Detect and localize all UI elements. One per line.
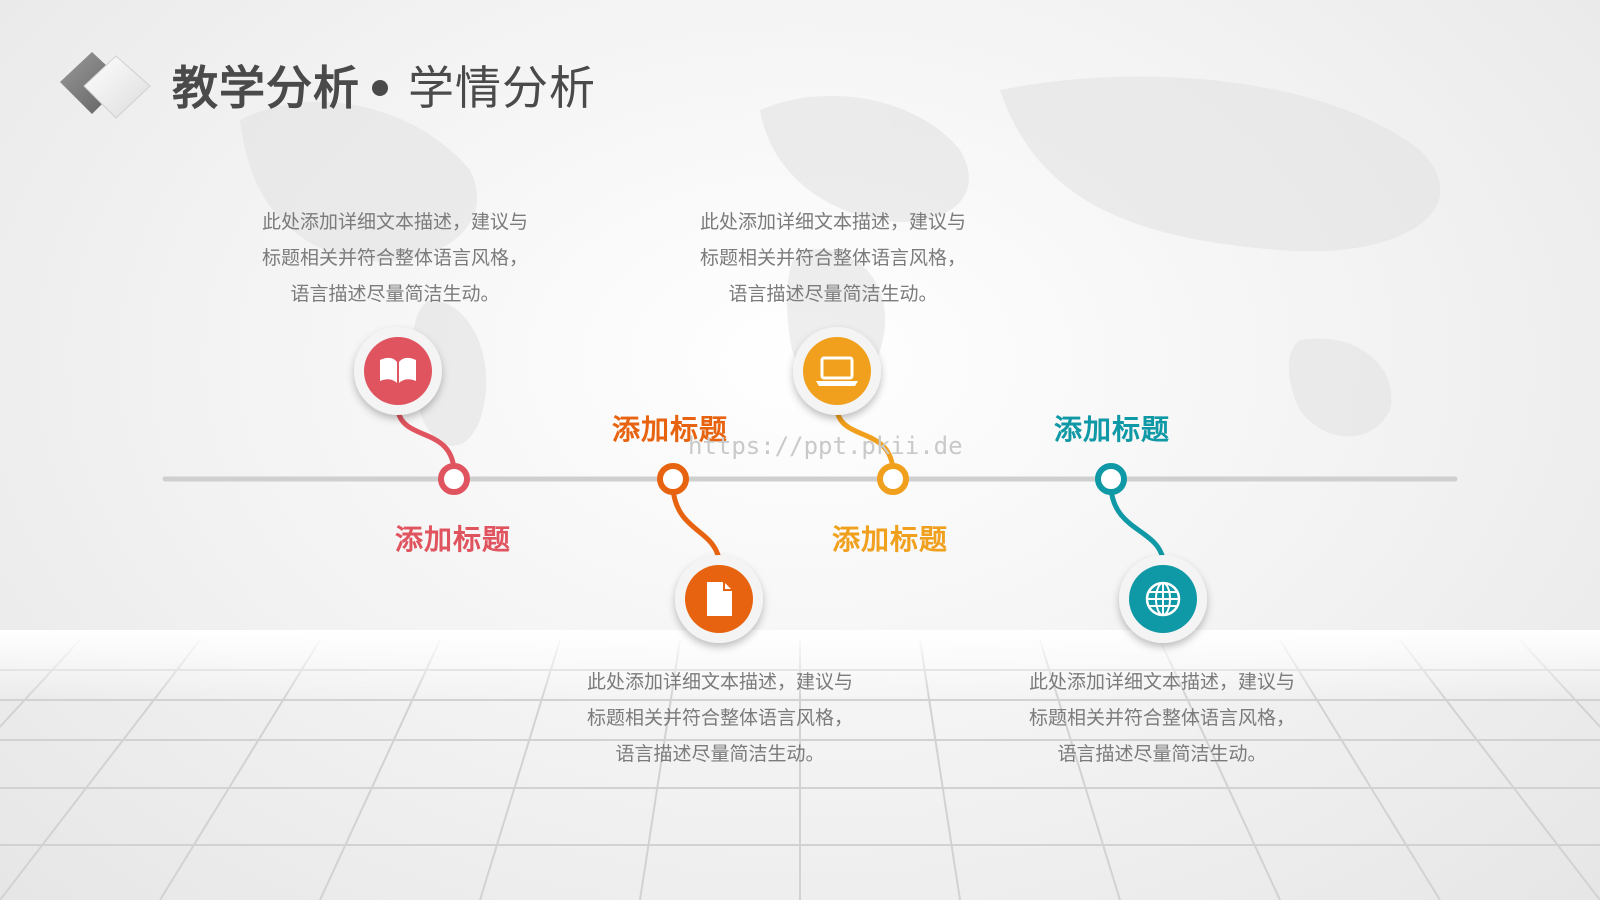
item-2-title: 添加标题 <box>611 413 728 446</box>
watermark: https://ppt.pkii.de <box>688 432 963 460</box>
desc-line: 语言描述尽量简洁生动。 <box>290 283 500 305</box>
desc-line: 此处添加详细文本描述，建议与 <box>699 211 966 233</box>
timeline-node-1 <box>354 327 470 495</box>
desc-line: 标题相关并符合整体语言风格， <box>586 707 853 729</box>
item-3-title: 添加标题 <box>831 523 948 556</box>
desc-line: 此处添加详细文本描述，建议与 <box>261 211 528 233</box>
item-3-description: 此处添加详细文本描述，建议与 标题相关并符合整体语言风格， 语言描述尽量简洁生动… <box>683 204 983 312</box>
node-circle <box>364 337 432 405</box>
title-sub: 学情分析 <box>408 61 596 115</box>
timeline-dot <box>438 463 470 495</box>
globe-icon <box>1145 581 1181 617</box>
desc-line: 语言描述尽量简洁生动。 <box>728 283 938 305</box>
desc-line: 此处添加详细文本描述，建议与 <box>586 671 853 693</box>
desc-line: 标题相关并符合整体语言风格， <box>1028 707 1295 729</box>
timeline-node-3 <box>793 327 909 495</box>
desc-line: 语言描述尽量简洁生动。 <box>1057 743 1267 765</box>
item-4-description: 此处添加详细文本描述，建议与 标题相关并符合整体语言风格， 语言描述尽量简洁生动… <box>1012 664 1312 772</box>
desc-line: 标题相关并符合整体语言风格， <box>699 247 966 269</box>
logo-diamond-icon <box>60 52 151 119</box>
item-4-title: 添加标题 <box>1053 413 1170 446</box>
title-separator-dot <box>372 80 388 96</box>
item-1-title: 添加标题 <box>394 523 511 556</box>
book-icon <box>380 357 416 383</box>
timeline-node-4 <box>1095 463 1207 643</box>
item-2-description: 此处添加详细文本描述，建议与 标题相关并符合整体语言风格， 语言描述尽量简洁生动… <box>570 664 870 772</box>
timeline-dot <box>1095 463 1127 495</box>
timeline-node-2 <box>657 463 763 643</box>
item-1-description: 此处添加详细文本描述，建议与 标题相关并符合整体语言风格， 语言描述尽量简洁生动… <box>245 204 545 312</box>
document-icon <box>707 582 732 616</box>
connector-line <box>670 486 722 562</box>
timeline-dot <box>877 463 909 495</box>
world-map-decoration <box>240 76 1441 446</box>
connector-line <box>395 408 457 472</box>
node-circle <box>803 337 871 405</box>
desc-line: 标题相关并符合整体语言风格， <box>261 247 528 269</box>
connector-line <box>1108 486 1166 562</box>
connector-line <box>834 408 896 472</box>
desc-line: 此处添加详细文本描述，建议与 <box>1028 671 1295 693</box>
laptop-icon <box>816 356 858 386</box>
desc-line: 语言描述尽量简洁生动。 <box>615 743 825 765</box>
timeline-dot <box>657 463 689 495</box>
title-main: 教学分析 <box>172 61 360 115</box>
